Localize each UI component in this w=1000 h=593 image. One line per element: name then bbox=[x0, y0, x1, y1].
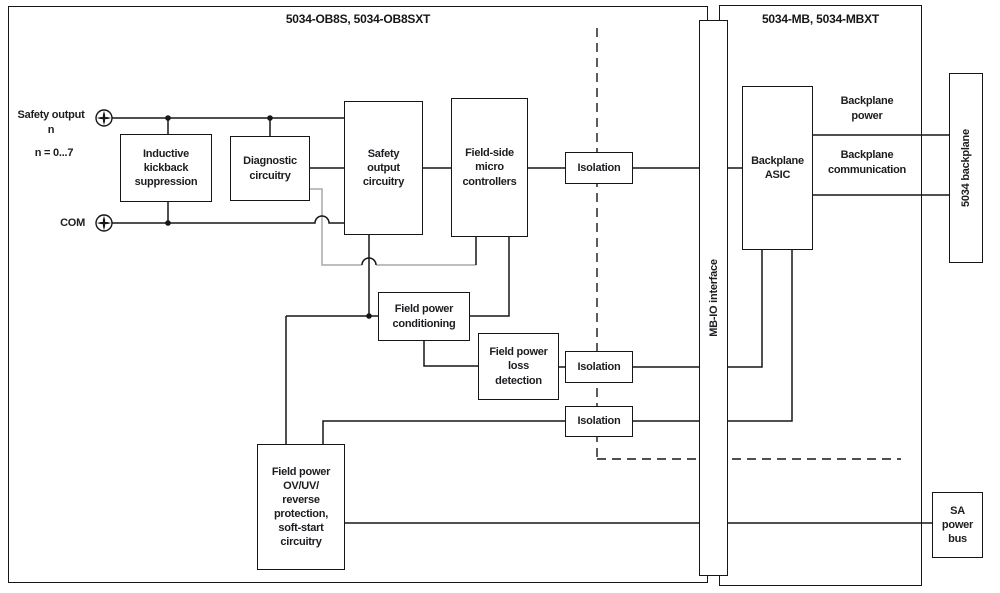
block-field-power-loss-detection: Field power loss detection bbox=[478, 333, 559, 400]
wire-hop-arc bbox=[361, 257, 377, 266]
safety-output-terminal-label: Safety output n bbox=[17, 109, 85, 136]
block-5034-backplane: 5034 backplane bbox=[949, 73, 983, 263]
output-range-label: n = 0...7 bbox=[34, 147, 74, 159]
mb-io-interface-label: MB-IO interface bbox=[707, 259, 720, 337]
wire-black bbox=[112, 117, 949, 524]
block-diagnostic-circuitry: Diagnostic circuitry bbox=[230, 136, 310, 201]
wire-com-line-with-hop bbox=[112, 215, 344, 224]
right-module-title: 5034-MB, 5034-MBXT bbox=[761, 12, 880, 26]
block-inductive-kickback-suppression: Inductive kickback suppression bbox=[120, 134, 212, 202]
block-backplane-asic: Backplane ASIC bbox=[742, 86, 813, 250]
backplane-communication-label: Backplane communication bbox=[827, 149, 907, 176]
safety-output-terminal-icon bbox=[95, 109, 113, 127]
mb-io-interface-bar: MB-IO interface bbox=[699, 20, 728, 576]
block-sa-power-bus: SA power bus bbox=[932, 492, 983, 558]
backplane-5034-label: 5034 backplane bbox=[959, 129, 972, 207]
left-module-frame bbox=[8, 6, 708, 583]
block-field-power-conditioning: Field power conditioning bbox=[378, 292, 470, 341]
backplane-power-label: Backplane power bbox=[840, 95, 894, 122]
block-safety-output-circuitry: Safety output circuitry bbox=[344, 101, 423, 235]
block-field-power-protection: Field power OV/UV/ reverse protection, s… bbox=[257, 444, 345, 570]
left-module-title: 5034-OB8S, 5034-OB8SXT bbox=[285, 12, 431, 26]
wire-gray-diagnostic-to-controllers bbox=[310, 188, 476, 266]
block-field-side-micro-controllers: Field-side micro controllers bbox=[451, 98, 528, 237]
block-isolation-2: Isolation bbox=[565, 351, 633, 383]
com-terminal-label: COM bbox=[60, 217, 85, 229]
block-isolation-1: Isolation bbox=[565, 152, 633, 184]
isolation-boundary-dashed-line bbox=[596, 28, 901, 460]
com-terminal-icon bbox=[95, 214, 113, 232]
junction-dots bbox=[165, 115, 372, 319]
block-isolation-3: Isolation bbox=[565, 406, 633, 437]
